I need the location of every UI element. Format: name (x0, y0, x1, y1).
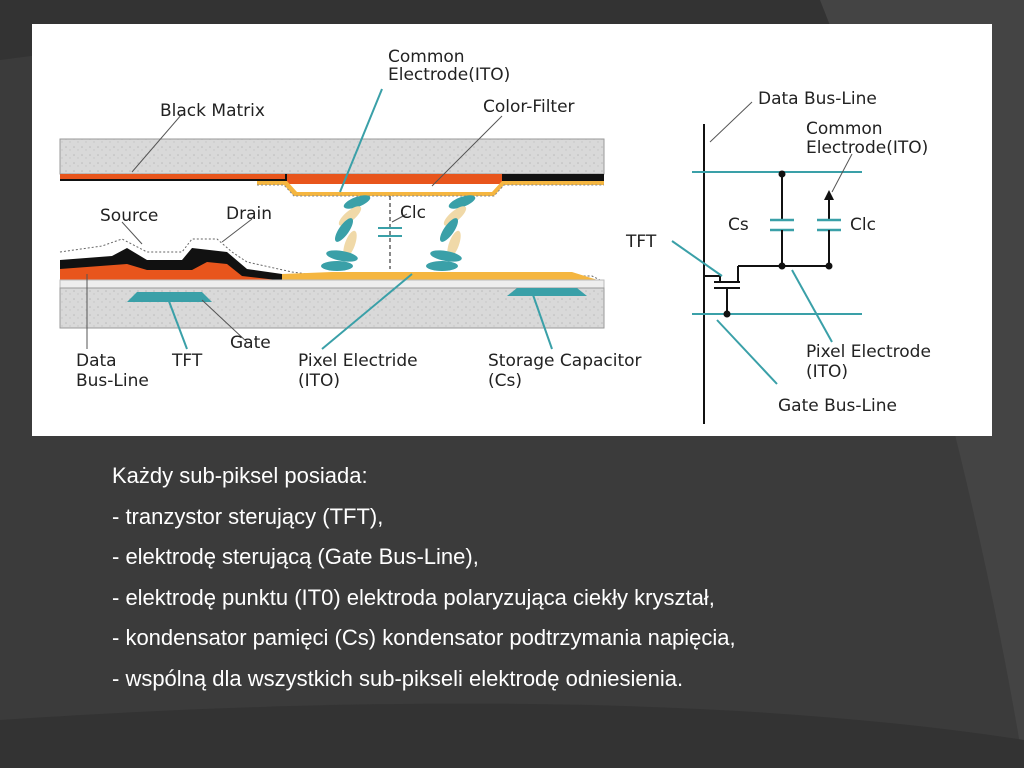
label-data-bus-line: Data (76, 351, 117, 371)
label-pixel-electrode-right: Pixel Electrode (806, 342, 931, 362)
label-cs: Cs (728, 215, 749, 235)
common-electrode-layer (257, 184, 604, 197)
equivalent-circuit (671, 101, 862, 424)
label-source: Source (100, 206, 158, 226)
top-glass (59, 138, 605, 175)
caption-line: - wspólną dla wszystkich sub-pikseli ele… (112, 665, 684, 691)
label-pixel-electride: Pixel Electride (298, 351, 418, 371)
label-common-electrode-right: Common (806, 119, 883, 139)
label-gate: Gate (230, 333, 271, 353)
caption-line: - tranzystor sterujący (TFT), (112, 503, 384, 529)
passivation-layer (59, 238, 605, 283)
lcd-structure-diagram: Common Electrode(ITO) Black Matrix Color… (32, 24, 992, 436)
caption-line: - elektrodę punktu (IT0) elektroda polar… (112, 584, 715, 610)
label-color-filter: Color-Filter (483, 97, 575, 117)
color-filter-left (60, 174, 285, 179)
label-gate-bus-line: Gate Bus-Line (778, 396, 897, 416)
label-black-matrix: Black Matrix (160, 101, 265, 121)
caption-line: - elektrodę sterującą (Gate Bus-Line), (112, 544, 479, 570)
label-tft-right: TFT (625, 232, 657, 252)
storage-electrode (507, 288, 587, 296)
label-clc-right: Clc (850, 215, 876, 235)
label-storage-capacitor: (Cs) (488, 371, 522, 391)
label-pixel-electrode-right: (ITO) (806, 362, 848, 382)
caption-text: Każdy sub-piksel posiada: - tranzystor s… (112, 456, 992, 700)
label-clc: Clc (400, 203, 426, 223)
label-data-bus-line: Bus-Line (76, 371, 149, 391)
gate-electrode (127, 292, 212, 302)
label-common-electrode-right: Electrode(ITO) (806, 138, 928, 158)
label-common-electrode: Electrode(ITO) (388, 65, 510, 85)
label-common-electrode: Common (388, 47, 465, 67)
liquid-crystal-left (321, 195, 371, 271)
color-filter-red (287, 174, 502, 184)
gate-insulator (59, 279, 605, 289)
semiconductor-layer (60, 262, 277, 280)
caption-line: Każdy sub-piksel posiada: (112, 463, 368, 488)
label-tft: TFT (171, 351, 203, 371)
label-drain: Drain (226, 204, 272, 224)
label-storage-capacitor: Storage Capacitor (488, 351, 642, 371)
caption-line: - kondensator pamięci (Cs) kondensator p… (112, 625, 736, 651)
liquid-crystal-right (426, 195, 476, 271)
background-swoosh (0, 703, 1024, 768)
label-pixel-electride: (ITO) (298, 371, 340, 391)
label-data-bus-line-right: Data Bus-Line (758, 89, 877, 109)
